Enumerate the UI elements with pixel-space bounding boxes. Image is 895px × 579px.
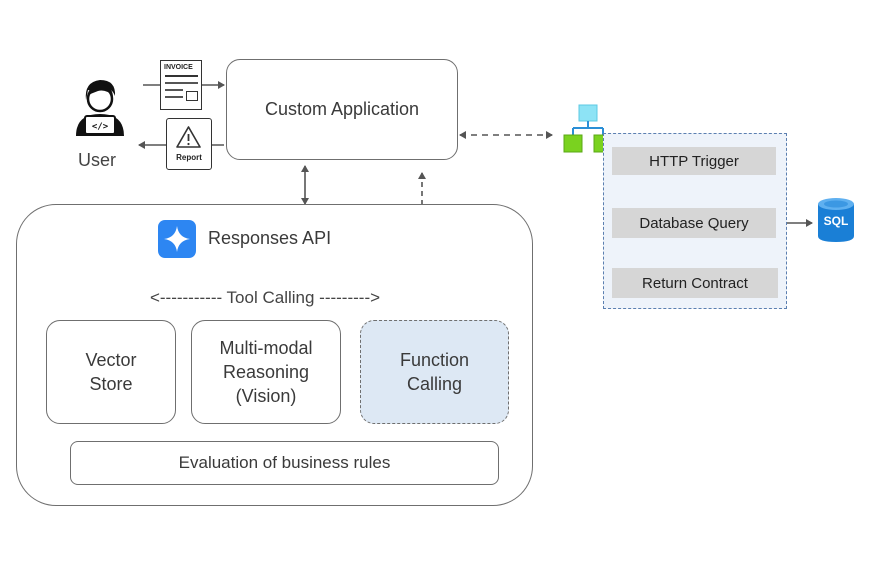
user-developer-icon: </> xyxy=(72,74,128,138)
custom-application-box: Custom Application xyxy=(226,59,458,160)
tool-calling-label: <----------- Tool Calling ---------> xyxy=(149,288,381,307)
svg-text:</>: </> xyxy=(92,122,109,132)
workflow-step-database-query: Database Query xyxy=(612,208,776,238)
http-trigger-label: HTTP Trigger xyxy=(649,152,739,170)
evaluation-box: Evaluation of business rules xyxy=(70,441,499,485)
vector-store-box: Vector Store xyxy=(46,320,176,424)
vector-store-label: Vector Store xyxy=(85,349,137,394)
workflow-step-http-trigger: HTTP Trigger xyxy=(612,147,776,175)
report-warning-icon: Report xyxy=(166,118,212,170)
multimodal-reasoning-box: Multi-modal Reasoning (Vision) xyxy=(191,320,341,424)
return-contract-label: Return Contract xyxy=(642,274,748,292)
invoice-label: INVOICE xyxy=(164,64,193,71)
function-calling-label: Function Calling xyxy=(399,349,470,394)
responses-api-sparkle-icon xyxy=(158,220,196,258)
custom-application-label: Custom Application xyxy=(264,99,420,120)
sql-label: SQL xyxy=(823,214,849,228)
responses-api-title: Responses API xyxy=(208,228,332,248)
multimodal-reasoning-label: Multi-modal Reasoning (Vision) xyxy=(219,337,313,407)
invoice-document-icon: INVOICE xyxy=(160,60,202,110)
workflow-step-return-contract: Return Contract xyxy=(612,268,778,298)
sql-database-icon: SQL xyxy=(816,196,856,244)
user-label: User xyxy=(77,150,116,170)
database-query-label: Database Query xyxy=(639,214,749,232)
function-calling-box: Function Calling xyxy=(360,320,509,424)
report-label: Report xyxy=(176,153,202,162)
evaluation-label: Evaluation of business rules xyxy=(178,453,391,472)
